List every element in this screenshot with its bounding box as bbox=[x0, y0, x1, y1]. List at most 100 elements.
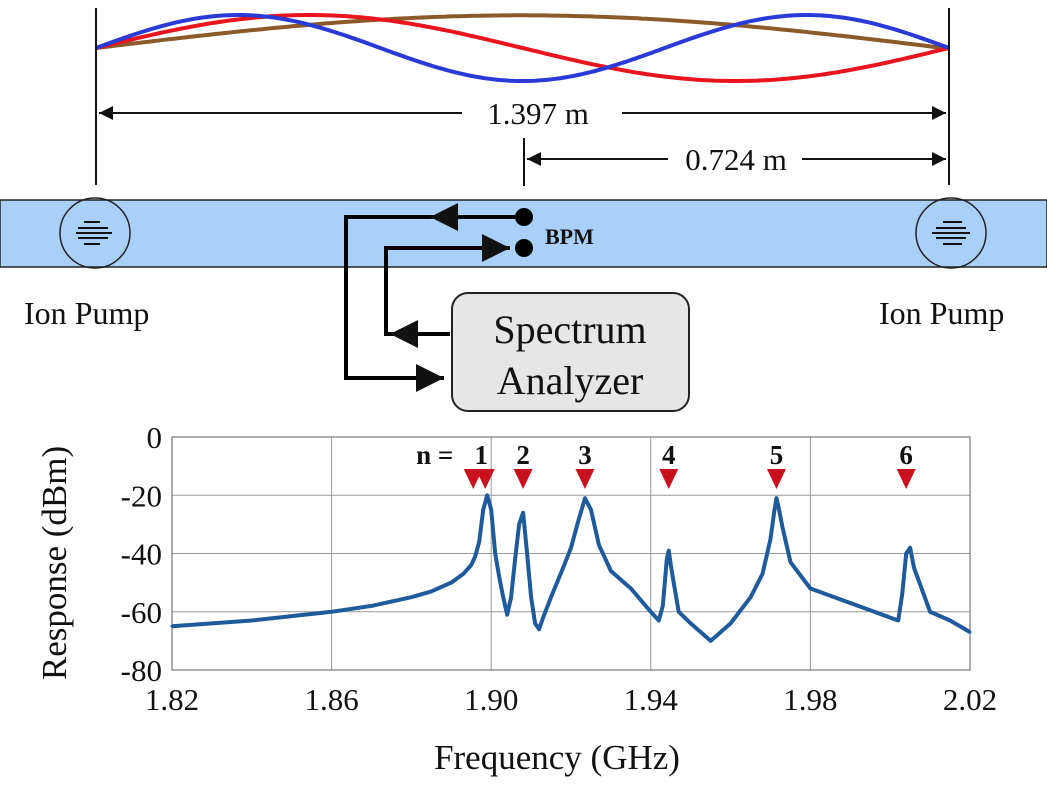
response-data-point bbox=[597, 543, 601, 547]
response-data-point bbox=[513, 557, 517, 561]
response-data-point bbox=[509, 595, 513, 599]
response-data-point bbox=[449, 581, 453, 585]
response-data-point bbox=[505, 613, 509, 617]
response-data-point bbox=[775, 496, 778, 500]
response-series-line bbox=[171, 493, 972, 643]
response-data-point bbox=[170, 624, 174, 628]
response-data-point bbox=[609, 569, 613, 573]
response-data-point bbox=[429, 589, 433, 593]
bpm-pickup-1 bbox=[515, 208, 533, 226]
response-data-point bbox=[948, 619, 952, 622]
bpm-label: BPM bbox=[545, 224, 594, 249]
mode-marker-triangle bbox=[513, 469, 533, 489]
response-data-point bbox=[749, 595, 753, 599]
cavity-length-label: 1.397 m bbox=[487, 96, 589, 131]
response-data-point bbox=[661, 604, 665, 608]
ion-pump-left-circle bbox=[59, 197, 131, 269]
mode-curve-3 bbox=[95, 13, 950, 83]
reference-lines bbox=[95, 8, 950, 186]
bpm-pickup-2 bbox=[515, 239, 533, 257]
mode-marker-triangle bbox=[475, 469, 495, 489]
mode-number-label: 3 bbox=[578, 440, 592, 470]
ion-pump-left-label: Ion Pump bbox=[24, 295, 149, 331]
chart-y-ticks: 0-20-40-60-80 bbox=[121, 420, 162, 688]
response-data-point bbox=[525, 552, 529, 555]
response-data-point bbox=[481, 508, 485, 512]
cables bbox=[344, 203, 515, 392]
response-data-point bbox=[290, 614, 294, 618]
spectrum-analyzer-label-line1: Spectrum bbox=[493, 307, 646, 352]
mode-number-prefix: n = bbox=[416, 440, 453, 470]
ion-pump-left-icon bbox=[76, 221, 112, 245]
response-data-point bbox=[473, 554, 477, 558]
response-data-point bbox=[709, 639, 713, 643]
spectrum-analyzer-label-line2: Analyzer bbox=[497, 358, 644, 403]
response-data-point bbox=[549, 595, 553, 599]
response-data-point bbox=[761, 572, 764, 576]
bpm-distance-label: 0.724 m bbox=[685, 142, 787, 177]
response-data-point bbox=[789, 560, 792, 564]
x-tick-label: 1.98 bbox=[783, 682, 837, 717]
x-tick-label: 1.86 bbox=[304, 682, 358, 717]
mode-number-label: 6 bbox=[899, 440, 913, 470]
response-data-point bbox=[330, 610, 334, 614]
cavity-modes bbox=[95, 13, 950, 83]
bpm: BPM bbox=[515, 208, 594, 257]
response-data-point bbox=[669, 563, 673, 567]
y-tick-label: -20 bbox=[121, 478, 162, 513]
response-data-point bbox=[888, 616, 892, 620]
response-data-point bbox=[485, 493, 489, 497]
response-data-point bbox=[657, 619, 661, 622]
spectrum-analyzer-box bbox=[451, 292, 690, 412]
response-data-point bbox=[673, 587, 677, 590]
response-data-point bbox=[493, 552, 497, 555]
x-tick-label: 1.94 bbox=[624, 682, 679, 717]
response-data-point bbox=[912, 566, 916, 570]
response-data-point bbox=[489, 508, 493, 512]
response-data-point bbox=[569, 546, 573, 550]
response-data-point bbox=[389, 600, 393, 604]
response-data-point bbox=[517, 522, 521, 526]
y-tick-label: 0 bbox=[147, 420, 163, 455]
mode-number-label: 1 bbox=[474, 440, 488, 470]
response-data-point bbox=[501, 595, 505, 599]
response-data-point bbox=[521, 511, 525, 515]
response-data-point bbox=[583, 496, 587, 500]
mode-curve-2 bbox=[95, 13, 950, 83]
y-tick-label: -40 bbox=[121, 537, 162, 572]
dimension-cavity-length: 1.397 m bbox=[99, 96, 946, 131]
response-data-point bbox=[649, 610, 653, 614]
mode-marker-triangle bbox=[575, 469, 595, 489]
response-data-point bbox=[497, 575, 501, 579]
response-data-point bbox=[537, 627, 541, 631]
response-data-point bbox=[210, 621, 214, 625]
y-tick-label: -60 bbox=[121, 595, 162, 630]
response-data-point bbox=[928, 610, 932, 614]
dimension-bpm-distance: 0.724 m bbox=[527, 142, 946, 177]
ion-pump-left bbox=[59, 197, 131, 269]
ion-pump-right bbox=[915, 197, 987, 269]
ion-pump-right-circle bbox=[915, 197, 987, 269]
response-data-point bbox=[461, 572, 465, 576]
response-data-point bbox=[848, 601, 852, 605]
response-data-point bbox=[577, 517, 581, 520]
response-data-point bbox=[667, 549, 671, 553]
response-data-point bbox=[589, 508, 593, 512]
response-data-point bbox=[541, 616, 545, 620]
response-data-point bbox=[900, 592, 904, 596]
mode-curve-1 bbox=[95, 13, 950, 51]
chart-series bbox=[170, 493, 972, 643]
response-data-point bbox=[777, 505, 780, 509]
response-data-point bbox=[908, 546, 912, 550]
chart-grid bbox=[171, 436, 971, 671]
ion-pump-right-label: Ion Pump bbox=[879, 295, 1004, 331]
ion-pump-right-icon bbox=[932, 221, 970, 245]
response-data-point bbox=[629, 587, 633, 590]
response-data-point bbox=[769, 537, 772, 541]
response-data-point bbox=[665, 557, 669, 561]
response-data-point bbox=[729, 621, 733, 625]
response-data-point bbox=[409, 595, 413, 599]
